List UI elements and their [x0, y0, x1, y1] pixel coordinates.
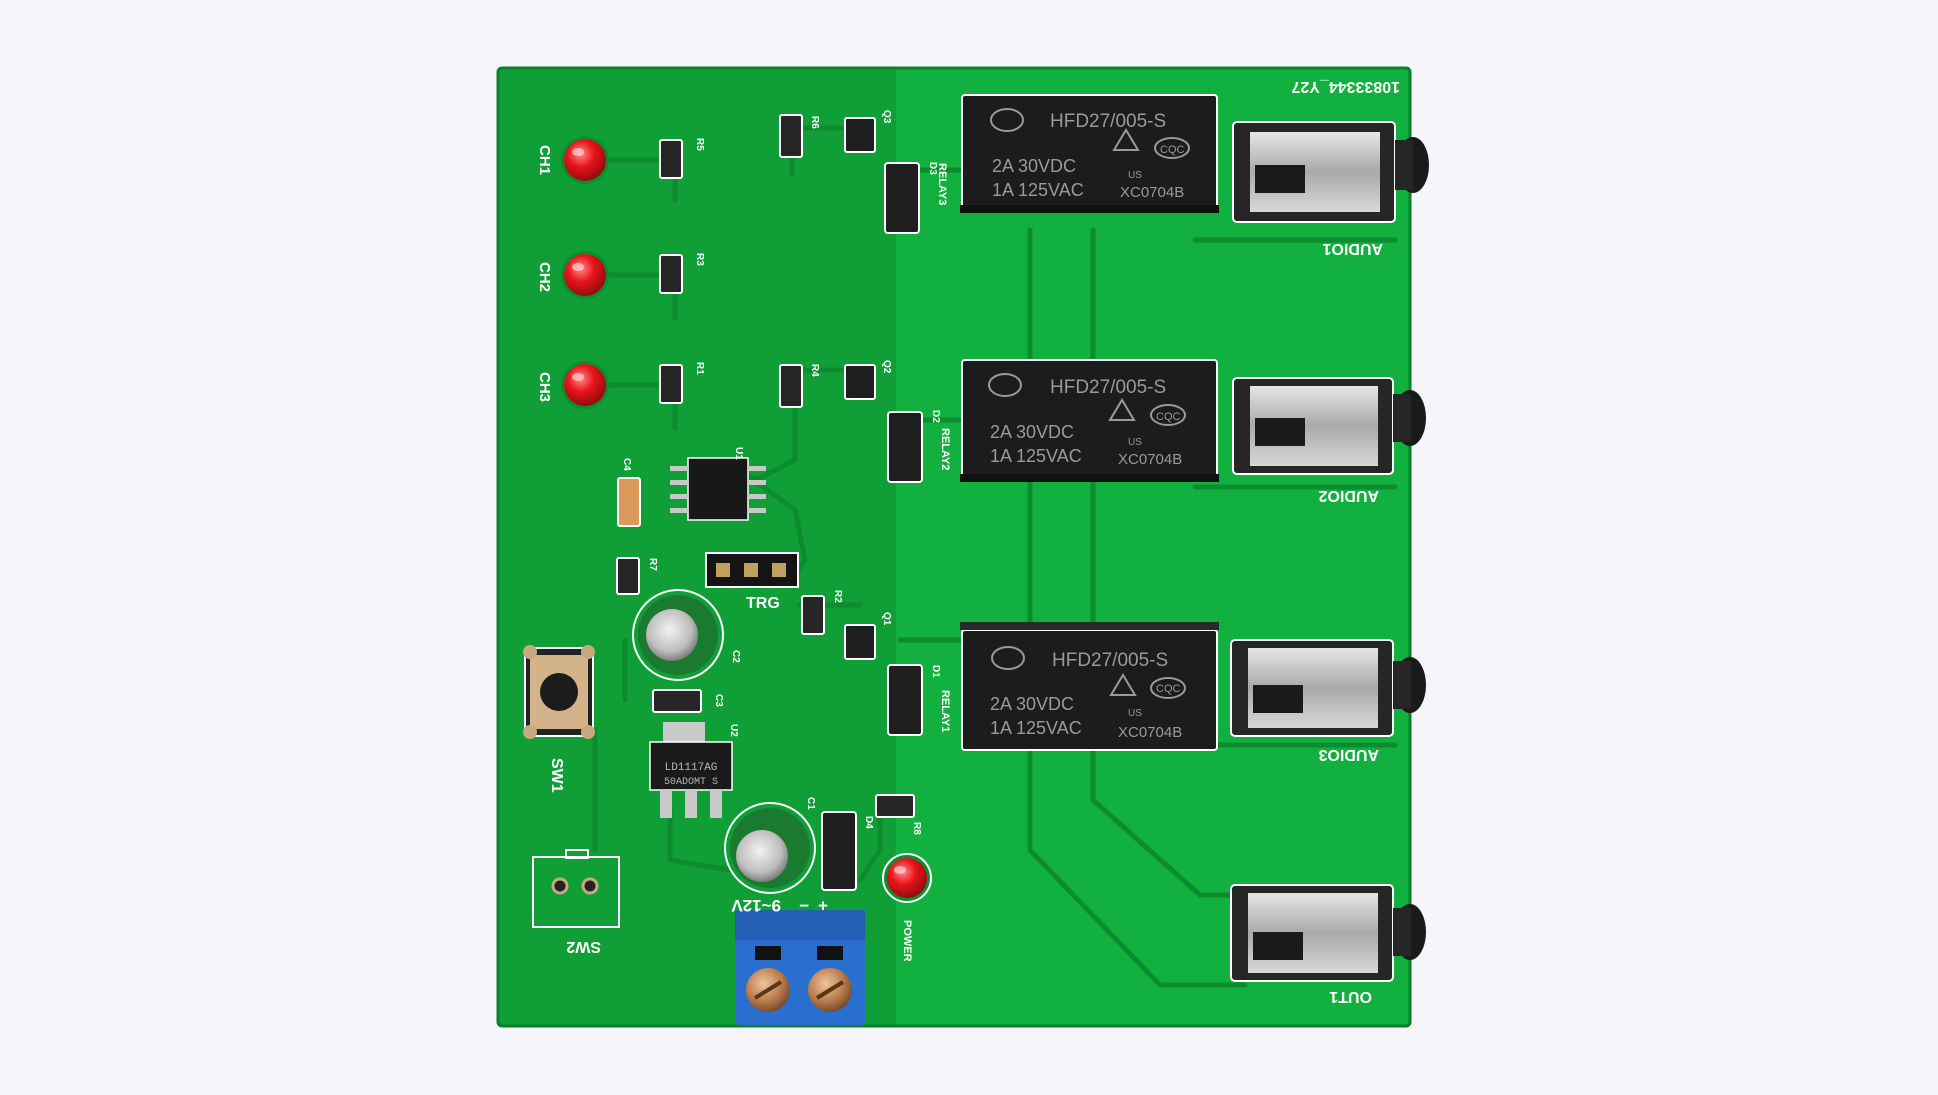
label-ch3: CH3: [536, 372, 553, 402]
label-trg: TRG: [746, 595, 780, 612]
regulator-marking-1: LD1117AG: [665, 762, 718, 774]
smd-transistors: [844, 117, 876, 660]
relay-3-markings: HFD27/005-S 2A 30VDC 1A 125VAC XC0704B C…: [992, 111, 1185, 201]
regulator-u2: [649, 722, 733, 818]
label-d4: D4: [863, 816, 874, 829]
capacitor-c1: [724, 802, 816, 894]
output-jack-out1[interactable]: [1230, 884, 1426, 982]
regulator-marking-2: 50ADOMT S: [664, 777, 718, 788]
label-q3: Q3: [881, 110, 892, 124]
label-out1: OUT1: [1329, 988, 1372, 1005]
ic-u1: [670, 457, 766, 521]
label-d1: D1: [930, 665, 941, 678]
relay-1-markings: HFD27/005-S 2A 30VDC 1A 125VAC XC0704B C…: [990, 650, 1182, 741]
label-terminal-minus: −: [799, 896, 809, 915]
label-ch1: CH1: [536, 145, 553, 175]
label-u1: U1: [733, 447, 744, 460]
trg-header: [705, 552, 799, 588]
label-r1: R1: [694, 362, 705, 375]
relay-3: [960, 94, 1219, 213]
label-q2: Q2: [881, 360, 892, 374]
label-power-input: 9~12V: [731, 896, 781, 915]
led-power: [882, 853, 932, 903]
label-power-led: POWER: [901, 920, 913, 962]
label-sw2: SW2: [566, 938, 601, 955]
label-c4: C4: [621, 458, 632, 471]
label-terminal-plus: +: [818, 896, 828, 915]
relay-1-model: HFD27/005-S: [1052, 650, 1168, 671]
relay-2-markings: HFD27/005-S 2A 30VDC 1A 125VAC XC0704B C…: [990, 377, 1182, 468]
relay-1-rating1: 2A 30VDC: [990, 694, 1074, 714]
label-audio2: AUDIO2: [1318, 487, 1379, 504]
label-relay2: RELAY2: [939, 428, 951, 470]
relay-2-code: XC0704B: [1118, 451, 1182, 468]
relay-3-model: HFD27/005-S: [1050, 111, 1166, 132]
relay-3-cert: CQC: [1160, 144, 1185, 156]
relay-2-rating2: 1A 125VAC: [990, 446, 1082, 466]
label-audio1: AUDIO1: [1322, 240, 1383, 257]
relay-1-rating2: 1A 125VAC: [990, 718, 1082, 738]
label-u2: U2: [728, 724, 739, 737]
label-r4: R4: [809, 364, 820, 377]
tactile-switch-sw1[interactable]: [523, 645, 595, 739]
label-r8: R8: [911, 822, 922, 835]
label-relay1: RELAY1: [939, 690, 951, 732]
label-c3: C3: [713, 694, 724, 707]
label-ch2: CH2: [536, 262, 553, 292]
relay-1: [960, 622, 1219, 751]
relay-3-us: US: [1128, 170, 1142, 181]
relay-2-model: HFD27/005-S: [1050, 377, 1166, 398]
relay-1-us: US: [1128, 708, 1142, 719]
label-d2: D2: [930, 410, 941, 423]
label-r6: R6: [809, 116, 820, 129]
label-relay3: RELAY3: [936, 163, 948, 205]
relay-2-us: US: [1128, 437, 1142, 448]
relay-3-code: XC0704B: [1120, 184, 1184, 201]
label-sw1: SW1: [548, 758, 565, 793]
relay-1-cert: CQC: [1156, 683, 1181, 695]
led-ch3: [561, 361, 609, 409]
capacitor-c4: [617, 477, 641, 527]
relay-3-rating2: 1A 125VAC: [992, 180, 1084, 200]
led-ch1: [561, 136, 609, 184]
relay-2-rating1: 2A 30VDC: [990, 422, 1074, 442]
smd-diodes: [821, 162, 923, 891]
label-c1: C1: [805, 797, 816, 810]
label-c2: C2: [730, 650, 741, 663]
relay-2: [960, 359, 1219, 482]
label-d3: D3: [927, 162, 938, 175]
audio-jack-3[interactable]: [1230, 639, 1426, 737]
label-audio3: AUDIO3: [1318, 746, 1379, 763]
sw2-footprint: [532, 849, 620, 928]
label-r5: R5: [694, 138, 705, 151]
smd-resistors: [616, 114, 915, 818]
label-r3: R3: [694, 253, 705, 266]
audio-jack-1[interactable]: [1232, 121, 1429, 223]
relay-3-rating1: 2A 30VDC: [992, 156, 1076, 176]
board-code: 10833344_Y27: [1291, 78, 1400, 95]
capacitor-c2: [632, 589, 724, 681]
label-q1: Q1: [881, 612, 892, 626]
power-screw-terminal[interactable]: [735, 910, 865, 1025]
audio-jack-2[interactable]: [1232, 377, 1426, 475]
relay-2-cert: CQC: [1156, 411, 1181, 423]
label-r7: R7: [647, 558, 658, 571]
relay-1-code: XC0704B: [1118, 724, 1182, 741]
label-r2: R2: [832, 590, 843, 603]
led-ch2: [561, 251, 609, 299]
capacitor-c3: [652, 689, 702, 713]
